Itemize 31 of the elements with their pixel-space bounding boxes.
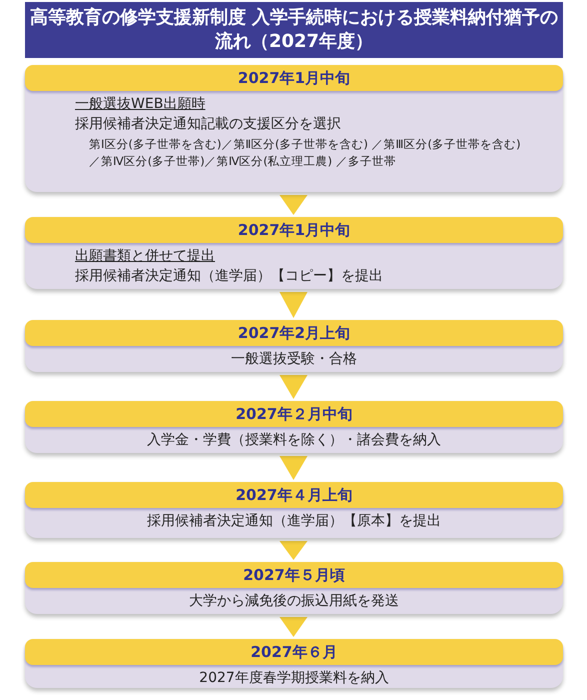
step-description: 採用候補者決定通知（進学届）【コピー】を提出: [75, 267, 384, 286]
step-description: 一般選抜受験・合格: [230, 350, 358, 369]
arrow: [280, 617, 308, 637]
step-box: [25, 562, 563, 614]
arrow: [280, 195, 308, 215]
step-box: [25, 320, 563, 372]
date-header: 2027年４月上旬: [25, 482, 563, 508]
date-header: 2027年５月頃: [25, 562, 563, 588]
arrow: [280, 541, 308, 560]
step-description: 2027年度春学期授業料を納入: [198, 669, 390, 688]
title-banner: 高等教育の修学支援新制度 入学手続時における授業料納付猶予の流れ（2027年度）: [25, 2, 563, 58]
arrow: [280, 456, 308, 480]
step-box: [25, 482, 563, 538]
date-header: 2027年６月: [25, 639, 563, 665]
date-header: 2027年２月中旬: [25, 401, 563, 427]
arrow: [280, 375, 308, 399]
step-box: [25, 401, 563, 453]
step-description: 採用候補者決定通知記載の支援区分を選択: [75, 115, 342, 134]
step-box: [25, 639, 563, 688]
step-heading: 一般選抜WEB出願時: [75, 95, 206, 114]
step-box: [25, 217, 563, 289]
category-list: 第Ⅰ区分(多子世帯を含む)／第Ⅱ区分(多子世帯を含む) ／第Ⅲ区分(多子世帯を含む) ／第Ⅳ区分(多子世帯)／第Ⅳ区分(私立理工農) ／多子世帯: [75, 134, 553, 170]
arrow: [280, 292, 308, 318]
step-description: 大学から減免後の振込用紙を発送: [188, 592, 400, 611]
date-header: 2027年1月中旬: [25, 217, 563, 243]
step-box: [25, 65, 563, 192]
step-description: 入学金・学費（授業料を除く）・諸会費を納入: [146, 431, 442, 450]
step-heading: 出願書類と併せて提出: [75, 247, 215, 266]
step-description: 採用候補者決定通知（進学届）【原本】を提出: [146, 512, 442, 531]
date-header: 2027年2月上旬: [25, 320, 563, 346]
date-header: 2027年1月中旬: [25, 65, 563, 91]
